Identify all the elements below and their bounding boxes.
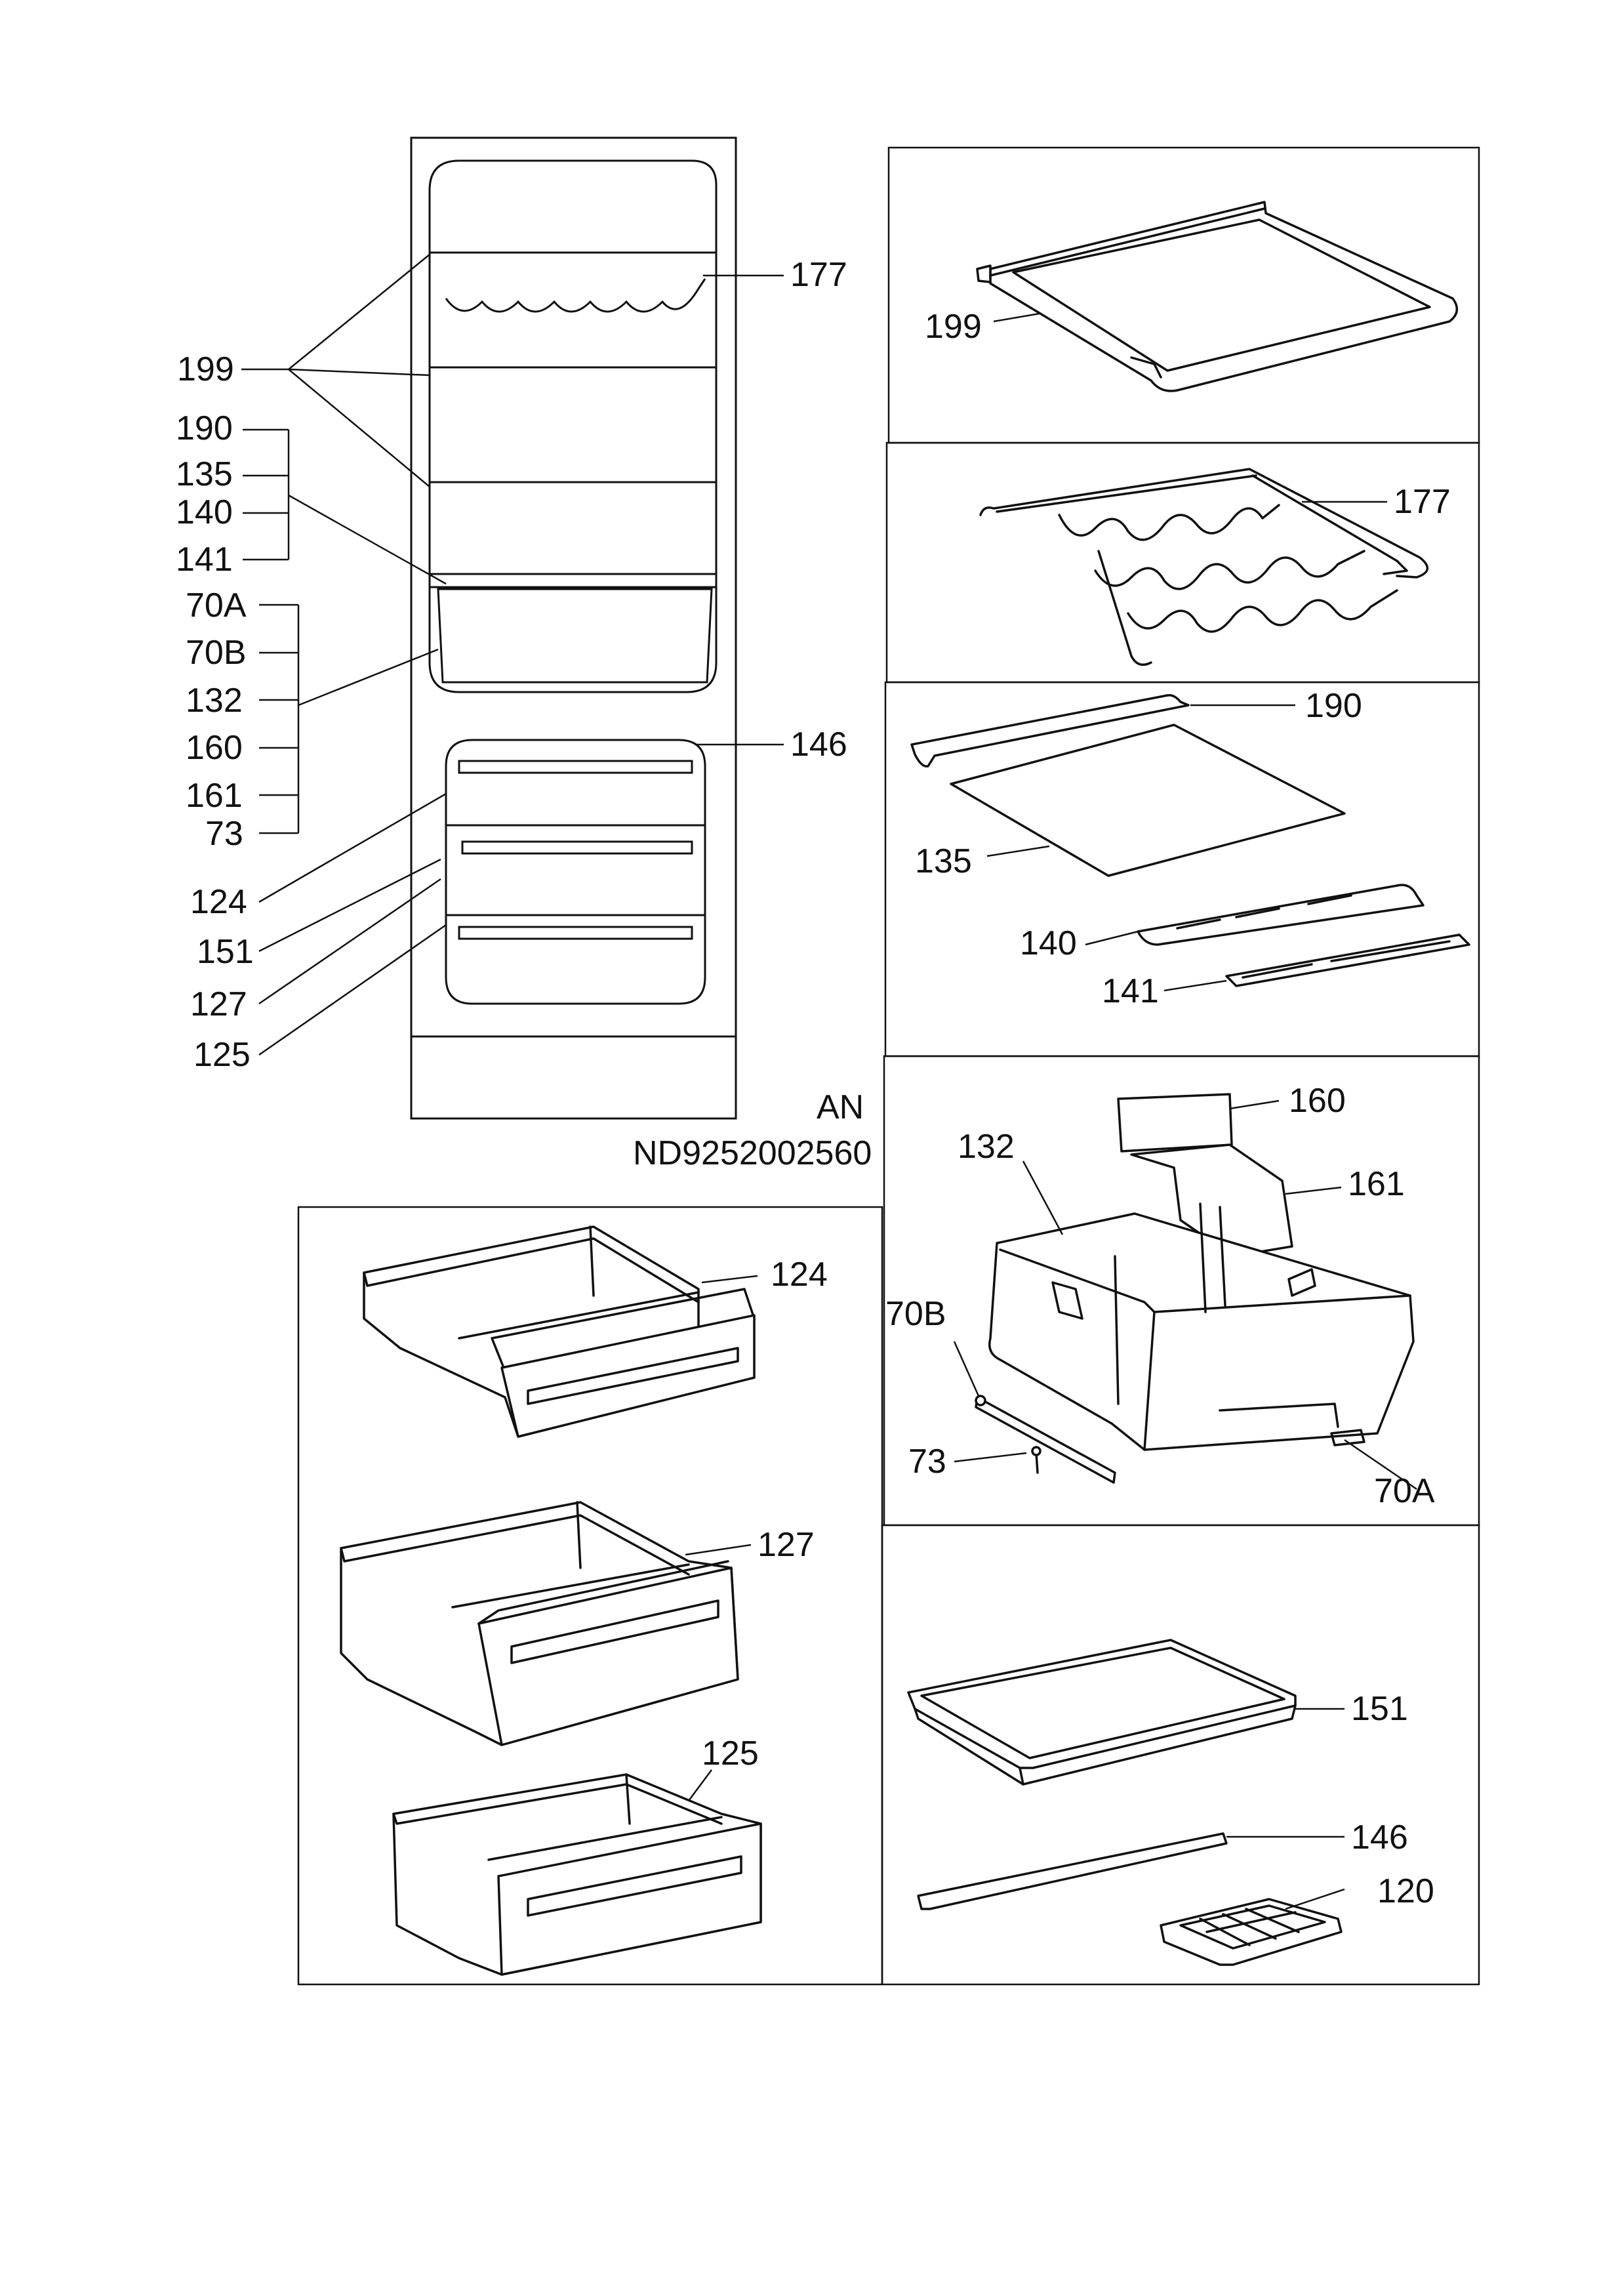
part-label-124: 124: [771, 1256, 828, 1294]
label-70A: 70A: [186, 586, 247, 625]
drawer-127-drawing: [340, 1501, 752, 1746]
right-parts-panel: 199 177 190 135 140: [881, 146, 1480, 1986]
part-label-161: 161: [1348, 1165, 1405, 1203]
part-label-146: 146: [1351, 1818, 1408, 1856]
shelf-parts-drawing: [910, 693, 1470, 992]
label-160: 160: [186, 729, 243, 767]
label-146: 146: [790, 726, 847, 764]
label-190: 190: [176, 409, 233, 447]
label-127: 127: [190, 985, 247, 1023]
part-label-135: 135: [915, 842, 972, 880]
drawer-handle: [458, 926, 693, 940]
label-125: 125: [193, 1036, 251, 1074]
label-141: 141: [176, 541, 233, 579]
fridge-cabinet-outline: [410, 136, 737, 1120]
glass-shelf-drawing: [976, 201, 1459, 392]
crisper-bin-drawing: [953, 1093, 1417, 1490]
accessories-drawing: [907, 1639, 1345, 1966]
label-199: 199: [177, 350, 234, 388]
wine-rack-wave: [445, 278, 706, 313]
freezer-compartment: [445, 739, 706, 1005]
label-140: 140: [176, 493, 233, 531]
part-label-151: 151: [1351, 1690, 1408, 1728]
label-161: 161: [186, 777, 243, 815]
drawer-124-drawing: [363, 1225, 758, 1438]
part-label-177: 177: [1394, 483, 1451, 521]
part-label-140: 140: [1020, 924, 1077, 962]
part-label-73: 73: [908, 1443, 946, 1481]
model-code-an: AN: [817, 1088, 864, 1126]
part-label-70A: 70A: [1374, 1472, 1435, 1510]
label-124: 124: [190, 883, 247, 921]
fridge-compartment: [428, 159, 718, 693]
label-151: 151: [197, 933, 254, 971]
freezer-drawers-panel: 124 127 125: [297, 1206, 883, 1986]
part-label-132: 132: [958, 1128, 1015, 1166]
crisper-bin-outline: [437, 588, 713, 684]
label-132: 132: [186, 682, 243, 720]
drawer-handle: [461, 840, 693, 855]
label-135: 135: [176, 455, 233, 493]
fridge-overview: 199 177 190 135 140 141 70A 70B 132 160 …: [176, 136, 872, 1172]
drawer-handle: [458, 760, 693, 774]
model-code-number: ND9252002560: [633, 1134, 872, 1172]
label-73: 73: [205, 815, 243, 853]
label-70B: 70B: [186, 634, 247, 672]
part-label-120: 120: [1377, 1872, 1434, 1910]
label-177: 177: [790, 256, 847, 294]
part-label-127: 127: [758, 1526, 815, 1564]
part-label-160: 160: [1289, 1082, 1346, 1120]
panel-freezer-drawers: [297, 1206, 883, 1986]
part-label-70B: 70B: [885, 1295, 946, 1333]
part-label-199: 199: [925, 308, 982, 346]
wine-rack-drawing: [979, 468, 1428, 666]
part-label-190: 190: [1305, 687, 1362, 725]
part-label-125: 125: [702, 1734, 759, 1773]
part-label-141: 141: [1102, 972, 1159, 1010]
panel-accessories: [881, 1524, 1480, 1986]
drawer-125-drawing: [392, 1769, 762, 1976]
